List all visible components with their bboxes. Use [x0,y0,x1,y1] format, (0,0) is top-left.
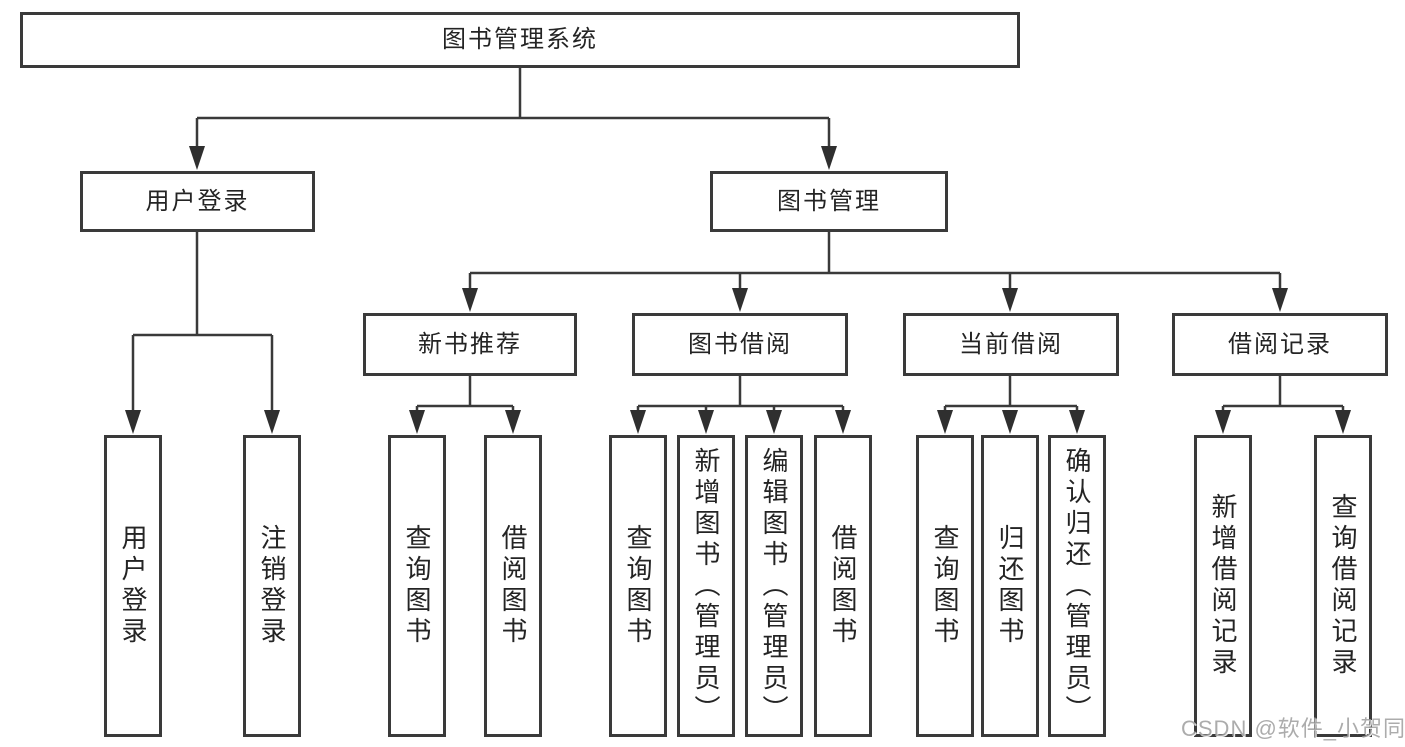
leaf-label: 借阅图书 [828,524,858,648]
leaf-return-books: 归还图书 [981,435,1039,737]
node-book-management-label: 图书管理 [777,187,881,215]
leaf-label: 借阅图书 [498,524,528,648]
leaf-borrow-books-borrow: 借阅图书 [814,435,872,737]
leaf-user-login-action: 用户登录 [104,435,162,737]
leaf-confirm-return-admin: 确认归还（管理员） [1048,435,1106,737]
leaf-label: 新增借阅记录 [1208,493,1238,679]
node-root: 图书管理系统 [20,12,1020,68]
leaf-label: 注销登录 [257,524,287,648]
node-borrow-records-label: 借阅记录 [1228,330,1332,358]
leaf-add-borrow-record: 新增借阅记录 [1194,435,1252,737]
node-book-management: 图书管理 [710,171,948,232]
node-book-borrow-label: 图书借阅 [688,330,792,358]
leaf-add-book-admin: 新增图书（管理员） [677,435,735,737]
leaf-label: 确认归还（管理员） [1062,446,1092,726]
leaf-query-books-recommend: 查询图书 [388,435,446,737]
leaf-query-books-borrow: 查询图书 [609,435,667,737]
node-new-book-recommend: 新书推荐 [363,313,577,376]
node-book-borrow: 图书借阅 [632,313,848,376]
leaf-label: 查询借阅记录 [1328,493,1358,679]
node-borrow-records: 借阅记录 [1172,313,1388,376]
node-user-login-label: 用户登录 [145,187,250,215]
leaf-label: 查询图书 [930,524,960,648]
leaf-label: 归还图书 [995,524,1025,648]
leaf-label: 查询图书 [402,524,432,648]
leaf-borrow-books-recommend: 借阅图书 [484,435,542,737]
leaf-label: 新增图书（管理员） [691,446,721,726]
csdn-watermark: CSDN @软件_小贺同学 [1181,716,1405,741]
leaf-query-books-current: 查询图书 [916,435,974,737]
node-new-book-recommend-label: 新书推荐 [418,330,522,358]
leaf-logout-action: 注销登录 [243,435,301,737]
leaf-edit-book-admin: 编辑图书（管理员） [745,435,803,737]
leaf-label: 编辑图书（管理员） [759,446,789,726]
node-user-login: 用户登录 [80,171,315,232]
leaf-label: 用户登录 [118,524,148,648]
node-root-label: 图书管理系统 [442,26,598,53]
node-current-borrow: 当前借阅 [903,313,1119,376]
leaf-query-borrow-record: 查询借阅记录 [1314,435,1372,737]
node-current-borrow-label: 当前借阅 [959,330,1063,358]
leaf-label: 查询图书 [623,524,653,648]
